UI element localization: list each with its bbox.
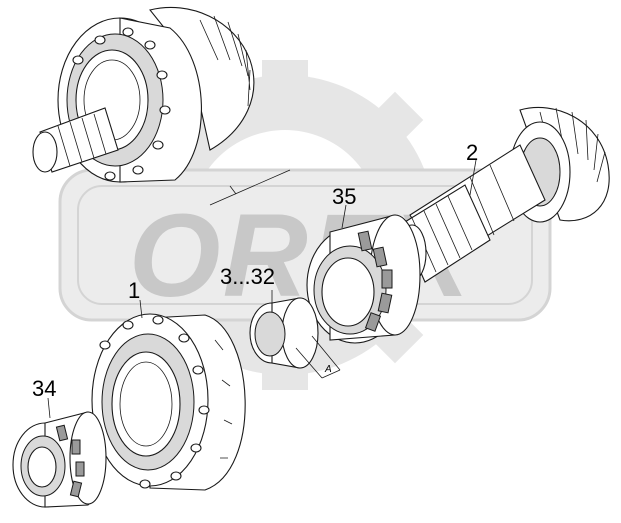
callout-35: 35: [332, 184, 356, 209]
leader-lines: [47, 159, 477, 419]
bearing-cup-part-3-32: [249, 297, 319, 369]
callout-34: 34: [32, 376, 56, 401]
wheel-hub-part-1: [91, 313, 246, 491]
dimension-a-label: A: [324, 364, 332, 375]
callout-2: 2: [466, 140, 478, 165]
callout-1: 1: [128, 278, 140, 303]
dimension-a-indicator: A: [295, 335, 341, 379]
assembled-hub-top: [32, 6, 255, 183]
tapered-bearing-part-34: [12, 411, 107, 508]
callout-3-32: 3...32: [220, 264, 275, 289]
tapered-bearing-part-35: [306, 214, 421, 344]
pinion-shaft-part-2: [397, 106, 610, 283]
